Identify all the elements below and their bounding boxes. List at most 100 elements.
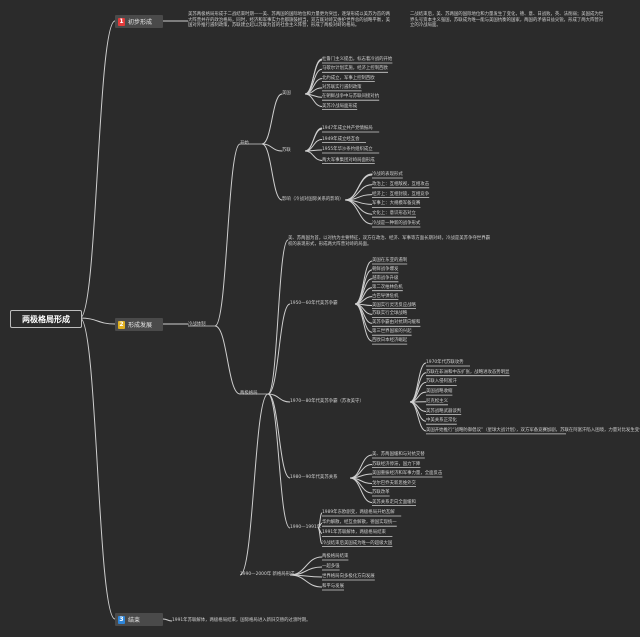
c-leaf-6[interactable]: 美苏关系走向全面缓和: [372, 499, 416, 505]
root-topic[interactable]: 两极格局形成: [10, 310, 82, 328]
su-leaf-2[interactable]: 1949年成立经互会: [322, 136, 360, 142]
a-leaf-6[interactable]: 美国实行灵活反应战略: [372, 302, 416, 308]
connector-line: [304, 93, 323, 107]
d-leaf-3[interactable]: 1991年苏联解体，两极格局结束: [322, 530, 386, 536]
imp-leaf-4[interactable]: 军事上：大规模军备竞赛: [372, 201, 421, 207]
connector-line: [349, 477, 373, 503]
us-leaf-3[interactable]: 北约成立，军事上控制西欧: [322, 75, 375, 81]
d-leaf-1[interactable]: 1989年东欧剧变，两极格局开始瓦解: [322, 510, 395, 515]
c-leaf-5[interactable]: 苏联改革: [372, 490, 390, 495]
a-leaf-7[interactable]: 苏联实行全球战略: [372, 311, 408, 317]
a-leaf-2[interactable]: 朝鲜战争爆发: [372, 266, 399, 272]
connector-line: [267, 393, 291, 529]
node-impact[interactable]: 影响（冷战对国际关系的影响）: [282, 197, 344, 202]
connector-line: [409, 362, 427, 403]
node-period-e[interactable]: 1990—2000年 新格局形成: [240, 572, 295, 577]
branch-stage-1[interactable]: 1 初步形成: [115, 15, 163, 28]
connector-line: [261, 93, 283, 145]
c-leaf-3[interactable]: 美国重振经济和军事力量，全面反击: [372, 471, 443, 476]
node-period-c[interactable]: 1980—90年代美苏关系: [290, 475, 338, 480]
a-leaf-5[interactable]: 古巴导弹危机: [372, 293, 399, 299]
connector-line: [289, 566, 323, 576]
connector-line: [344, 199, 373, 225]
us-leaf-6[interactable]: 美苏冷战局面形成: [322, 103, 358, 109]
imp-leaf-1[interactable]: 冷战的表现形式: [372, 172, 403, 177]
number-badge-3: 3: [118, 615, 125, 624]
stage-3-description: 1991年苏联解体，两极格局结束，国际格局进入新旧交替的过渡时期。: [172, 618, 311, 623]
connector-line: [267, 239, 289, 395]
connector-line: [354, 269, 373, 305]
connector-line: [79, 317, 116, 620]
node-ussr[interactable]: 苏联: [282, 148, 291, 153]
connector-line: [162, 618, 173, 622]
us-leaf-1[interactable]: 杜鲁门主义提出，标志着冷战的开始: [322, 57, 393, 62]
connector-line: [267, 393, 291, 479]
branch-stage-2[interactable]: 2 形成发展: [115, 318, 163, 331]
su-leaf-1[interactable]: 1947年成立共产党情报局: [322, 126, 373, 131]
b-leaf-2[interactable]: 苏联在非洲和中东扩张，战略进攻态势明显: [426, 369, 510, 375]
a-leaf-10[interactable]: 西欧日本经济崛起: [372, 338, 408, 344]
b-leaf-4[interactable]: 美国战略收缩: [426, 389, 453, 395]
connector-line: [344, 174, 373, 201]
connector-line: [317, 527, 323, 545]
c-leaf-2[interactable]: 苏联经济停滞，国力下降: [372, 461, 421, 467]
a-leaf-3[interactable]: 越南战争升级: [372, 275, 399, 281]
c-leaf-4[interactable]: 戈尔巴乔夫新思维外交: [372, 480, 416, 486]
bipolar-description: 美、苏两国为首，以对抗为主要特征，双方在政治、经济、军事等方面长期对峙。冷战是美…: [288, 236, 490, 247]
stage-1-description-a: 美苏两极格局形成于二战结束时期——美、苏两国的国际地位和力量更为突出，逐渐形成以…: [188, 12, 390, 29]
b-leaf-6[interactable]: 美苏战略武器谈判: [426, 408, 462, 414]
connector-line: [214, 143, 241, 327]
node-period-b[interactable]: 1970—80年代美苏争霸（苏攻美守）: [290, 399, 364, 404]
connector-line: [267, 393, 291, 403]
imp-leaf-5[interactable]: 文化上：意识形态对立: [372, 211, 416, 217]
e-leaf-1[interactable]: 两极格局结束: [322, 554, 349, 559]
e-leaf-2[interactable]: 一超多强: [322, 564, 340, 569]
node-start[interactable]: 开始: [240, 141, 249, 146]
connector-line: [79, 20, 116, 319]
branch-stage-3[interactable]: 3 结束: [115, 613, 163, 626]
connector-line: [304, 150, 323, 161]
connector-line: [289, 556, 323, 576]
su-leaf-4[interactable]: 两大军事集团对峙局面形成: [322, 157, 375, 163]
c-leaf-1[interactable]: 美、苏两国缓和与对抗交替: [372, 452, 425, 457]
connector-line: [354, 260, 373, 305]
node-bipolar[interactable]: 两极格局: [240, 391, 258, 396]
b-leaf-3[interactable]: 苏联入侵阿富汗: [426, 379, 457, 385]
branch-stage-1-label: 初步形成: [128, 19, 153, 26]
node-usa[interactable]: 美国: [282, 91, 291, 96]
us-leaf-5[interactable]: 在朝鲜战争中与苏联间接对抗: [322, 94, 380, 100]
a-leaf-8[interactable]: 美苏争霸由对抗转向缓和: [372, 320, 421, 326]
d-leaf-2[interactable]: 华约解散，经互会解散，德国实现统一: [322, 520, 397, 526]
connector-line: [214, 325, 241, 395]
imp-leaf-3[interactable]: 经济上：互相封锁，互相竞争: [372, 191, 430, 197]
d-leaf-4[interactable]: 冷战结束后美国成为唯一的超级大国: [322, 540, 393, 546]
a-leaf-4[interactable]: 第二次柏林危机: [372, 284, 403, 290]
number-badge-2: 2: [118, 320, 125, 329]
connector-line: [267, 303, 291, 395]
us-leaf-2[interactable]: 马歇尔计划实施，经济上控制西欧: [322, 66, 388, 72]
branch-stage-2-label: 形成发展: [128, 322, 153, 329]
b-leaf-8[interactable]: 美国开始推行“战略防御倡议”（星球大战计划），双方军备竞赛加剧，苏联在阿富汗陷入…: [426, 427, 640, 433]
connector-line: [261, 143, 283, 201]
branch-stage-3-label: 结束: [128, 617, 141, 624]
connector-line: [304, 68, 323, 95]
a-leaf-1[interactable]: 美国在东亚的遏制: [372, 258, 408, 263]
b-leaf-5[interactable]: 尼克松主义: [426, 398, 448, 404]
e-leaf-3[interactable]: 世界格局向多极化方向发展: [322, 574, 375, 579]
e-leaf-4[interactable]: 和平与发展: [322, 584, 344, 589]
connector-line: [304, 59, 323, 95]
b-leaf-7[interactable]: 中美关系正常化: [426, 418, 457, 424]
number-badge-1: 1: [118, 17, 125, 26]
a-leaf-9[interactable]: 第三世界国家的兴起: [372, 329, 412, 335]
connector-line: [79, 317, 116, 325]
imp-leaf-2[interactable]: 政治上：互相敌视，互相攻击: [372, 181, 430, 187]
connector-line: [349, 473, 373, 479]
node-period-a[interactable]: 1950—60年代美苏争霸: [290, 301, 338, 306]
imp-leaf-6[interactable]: 冷战是一种新的战争形式: [372, 221, 421, 226]
b-leaf-1[interactable]: 1970年代苏联攻势: [426, 360, 464, 365]
us-leaf-4[interactable]: 对苏联实行遏制政策: [322, 84, 362, 90]
stage-2-subtopic[interactable]: 冷战体制: [188, 322, 206, 327]
node-period-d[interactable]: 1990—1991年: [290, 525, 322, 530]
su-leaf-3[interactable]: 1955年华沙条约组织成立: [322, 147, 373, 152]
